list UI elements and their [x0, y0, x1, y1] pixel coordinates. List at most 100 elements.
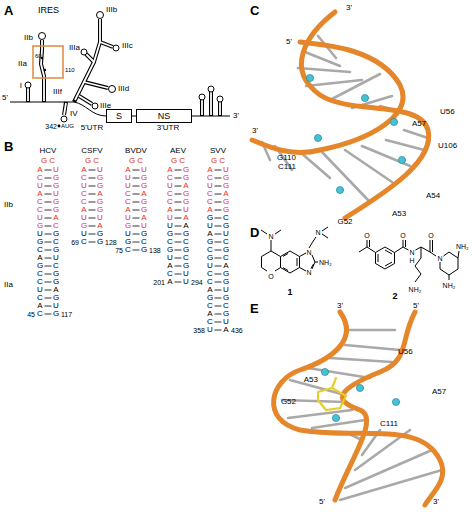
genome-region-box: S — [106, 109, 132, 123]
region-label: 3'UTR — [157, 124, 179, 132]
hairpin-loop — [25, 12, 223, 123]
stem-outline — [28, 19, 220, 116]
chemical-structures — [430, 252, 436, 256]
strand-end: 3' — [433, 498, 439, 506]
nucleotide-number: 128 — [105, 239, 117, 246]
base-pair-mark — [89, 234, 96, 235]
nucleotide-number: 45 — [27, 311, 35, 318]
chemical-structures — [432, 240, 433, 252]
stem-inner — [75, 19, 100, 100]
stem-inner — [64, 103, 66, 115]
domain-name: IIIf — [53, 88, 62, 96]
chemical-structures — [311, 264, 314, 269]
nucleotide-number: 75 — [115, 247, 123, 254]
residue-label: A57 — [432, 388, 446, 396]
chemical-structures — [275, 230, 281, 234]
domain-name: IIa — [4, 281, 13, 289]
loop-sequence: G C — [85, 157, 99, 165]
base-pair-mark — [215, 314, 222, 315]
base-pair-mark — [133, 202, 140, 203]
highlight-box — [33, 46, 63, 78]
base-pair-mark — [175, 282, 182, 283]
ligand-stick — [318, 388, 346, 410]
backbone-ribbon — [274, 312, 443, 505]
base-pair-mark — [133, 210, 140, 211]
stem-strand: A C U A C C U G — [37, 166, 44, 230]
nucleobase-stick — [288, 410, 352, 418]
metal-ion — [306, 74, 405, 193]
base-pair-mark — [175, 194, 182, 195]
atom-label: N — [306, 249, 311, 256]
base-pair-mark — [133, 186, 140, 187]
base-pair-mark — [45, 186, 52, 187]
backbone-ribbon — [335, 312, 415, 500]
chemical-structures — [430, 240, 431, 252]
panel-letter: C — [250, 4, 259, 17]
stem-outline — [100, 42, 113, 47]
nucleobase-stick — [345, 345, 400, 350]
base-pair-mark — [45, 282, 52, 283]
residue-label: G52 — [281, 398, 296, 406]
stem-strand: U G C A G C C U C A C — [37, 230, 44, 318]
base-pair-mark — [215, 210, 222, 211]
base-pair-mark — [175, 274, 182, 275]
nucleobase-stick — [306, 80, 362, 86]
stem-strand: U G C G U A C A — [167, 222, 174, 286]
chemical-structures — [385, 250, 392, 254]
stem-strand: A C U C C A U — [167, 166, 174, 222]
chemical-structures — [297, 258, 298, 266]
nucleobase-stick — [312, 420, 365, 428]
chemical-structures — [322, 227, 328, 231]
compound-number: 2 — [392, 292, 397, 301]
rna-structure-e — [274, 312, 443, 505]
base-pair-mark — [133, 194, 140, 195]
chemical-structures — [275, 268, 281, 272]
metal-ion — [356, 384, 363, 391]
stem-strand: G C G — [141, 230, 148, 254]
stem-outline — [84, 82, 108, 88]
nucleobase-stick — [386, 140, 424, 150]
nucleotide-number: 138 — [149, 247, 161, 254]
nucleobase-stick — [305, 52, 340, 66]
domain-name: IIb — [24, 34, 33, 42]
hairpin-loop — [92, 103, 98, 109]
ligand-stick — [318, 378, 346, 410]
species-name: SVV — [210, 147, 226, 155]
panel-letter: B — [4, 140, 13, 153]
stem-strand: A U U C C A U G — [125, 166, 132, 230]
chemical-structures — [261, 227, 459, 282]
chemical-structures — [415, 247, 421, 282]
base-pair-mark — [89, 202, 96, 203]
stem-strand: G G A G G U A — [183, 166, 190, 222]
stem-inner — [219, 102, 221, 115]
domain-name: IIId — [118, 85, 129, 93]
panel-letter: A — [4, 4, 13, 17]
atom-label: NH₂ — [456, 243, 469, 250]
stem-outline — [26, 88, 30, 102]
base-pair-mark — [133, 250, 140, 251]
atom-label: NH₂ — [409, 286, 422, 293]
residue-label: C111 — [278, 163, 296, 171]
metal-ion — [314, 134, 321, 141]
base-pair-mark — [215, 250, 222, 251]
nucleobase-stick — [345, 150, 392, 182]
stem-strand: G G — [97, 230, 104, 246]
domain-name: IIIb — [106, 6, 117, 14]
metal-ion — [306, 74, 313, 81]
chemical-structures — [315, 262, 318, 263]
hairpin-loop — [113, 45, 119, 51]
chemical-structures — [312, 255, 315, 269]
chemical-structures — [262, 251, 281, 271]
base-pair-mark — [175, 266, 182, 267]
base-pair-mark — [45, 218, 52, 219]
stem-strand: U C — [81, 230, 88, 246]
chemical-structures — [322, 234, 328, 238]
base-pair-mark — [45, 298, 52, 299]
chemical-structures — [283, 268, 288, 271]
backbone-ribbon — [252, 42, 403, 153]
strand-end: 3' — [252, 127, 258, 135]
base-pair-mark — [133, 170, 140, 171]
base-pair-mark — [45, 306, 52, 307]
nucleobase-stick — [340, 470, 442, 500]
